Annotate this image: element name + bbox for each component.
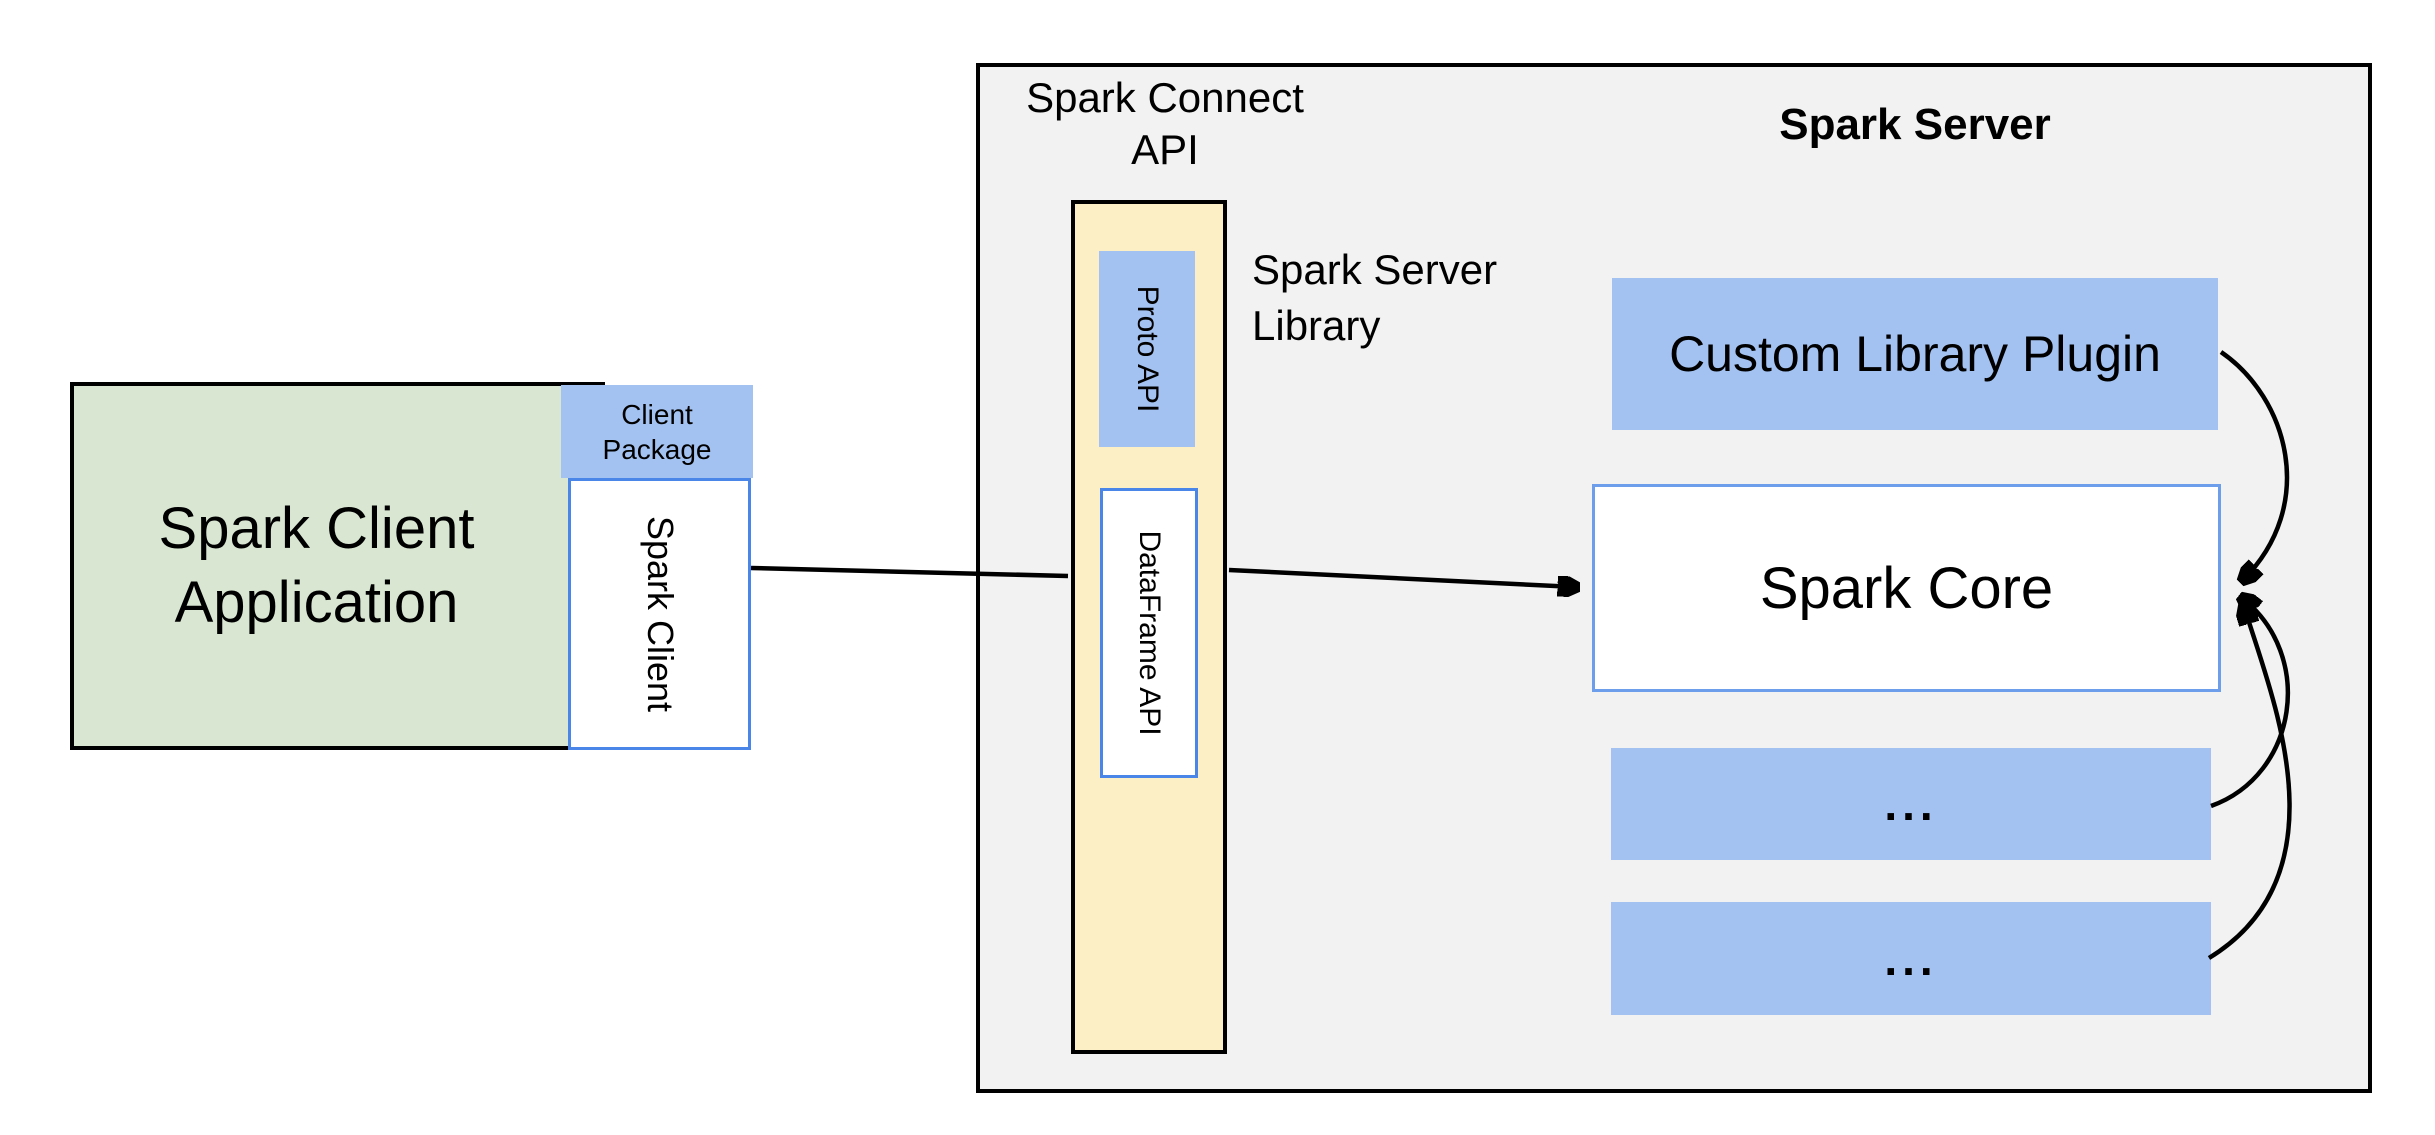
client-package-box: Client Package <box>561 385 753 478</box>
spark-connect-api-title-line1: Spark Connect <box>1026 74 1304 121</box>
proto-api-label: Proto API <box>1131 285 1164 413</box>
spark-client-application-label-line2: Application <box>174 570 459 635</box>
proto-api-box: Proto API <box>1099 251 1195 447</box>
spark-client-application-label-line1: Spark Client <box>158 496 475 561</box>
spark-server-library-label-line1: Spark Server <box>1252 246 1498 293</box>
client-package-label-line2: Package <box>602 433 712 465</box>
ellipsis-label-bottom: ... <box>1884 932 1938 985</box>
ellipsis-label-top: ... <box>1884 778 1938 830</box>
custom-library-plugin-label: Custom Library Plugin <box>1669 326 2161 382</box>
plugin-placeholder-box-bottom: ... <box>1611 902 2211 1015</box>
spark-client-label: Spark Client <box>639 515 681 713</box>
client-package-label-line1: Client <box>621 398 693 430</box>
plugin-placeholder-box-top: ... <box>1611 748 2211 860</box>
spark-core-box: Spark Core <box>1592 484 2221 692</box>
spark-client-application-label: Spark Client Application <box>70 382 563 750</box>
spark-server-library-label: Spark Server Library <box>1252 242 1612 354</box>
spark-connect-api-title: Spark Connect API <box>995 72 1335 176</box>
dataframe-api-box: DataFrame API <box>1100 488 1198 778</box>
custom-library-plugin-box: Custom Library Plugin <box>1612 278 2218 430</box>
spark-connect-api-title-line2: API <box>1131 126 1199 173</box>
spark-core-label: Spark Core <box>1759 555 2054 621</box>
spark-client-box: Spark Client <box>568 478 751 750</box>
dataframe-api-label: DataFrame API <box>1133 530 1166 736</box>
spark-client-application-box <box>70 382 605 750</box>
spark-server-title: Spark Server <box>1779 100 2051 149</box>
spark-server-library-label-line2: Library <box>1252 302 1381 349</box>
